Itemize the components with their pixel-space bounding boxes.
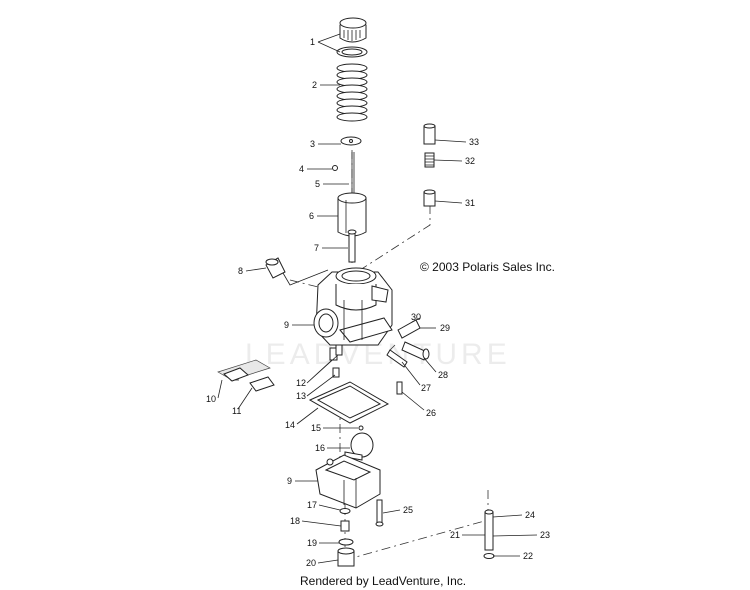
callout-29: 29 bbox=[440, 323, 450, 333]
callout-18: 18 bbox=[290, 516, 300, 526]
part-drain-stack bbox=[337, 508, 355, 567]
callout-7: 7 bbox=[314, 243, 319, 253]
part-cap bbox=[336, 17, 368, 58]
rendered-by-credit: Rendered by LeadVenture, Inc. bbox=[300, 574, 466, 588]
callout-4: 4 bbox=[299, 164, 304, 174]
part-bowl-screw bbox=[375, 499, 384, 527]
callout-20: 20 bbox=[306, 558, 316, 568]
part-drain-tube bbox=[483, 509, 495, 559]
part-choke-plunger bbox=[423, 123, 436, 207]
callout-17: 17 bbox=[307, 500, 317, 510]
callout-23: 23 bbox=[540, 530, 550, 540]
callout-24: 24 bbox=[525, 510, 535, 520]
leader-lines bbox=[217, 33, 538, 564]
part-spring bbox=[336, 63, 368, 122]
callout-3: 3 bbox=[310, 139, 315, 149]
part-throttle-slide bbox=[337, 192, 367, 237]
part-boot bbox=[265, 257, 329, 286]
callout-12: 12 bbox=[296, 378, 306, 388]
callout-16: 16 bbox=[315, 443, 325, 453]
part-needle bbox=[332, 152, 355, 195]
callout-30: 30 bbox=[411, 312, 421, 322]
callout-numbers: 1 2 3 4 5 6 7 8 9 9 10 11 12 13 14 15 16… bbox=[206, 37, 550, 568]
part-gasket-bracket bbox=[217, 359, 275, 392]
part-carburetor-body bbox=[313, 267, 393, 346]
callout-5: 5 bbox=[315, 179, 320, 189]
callout-32: 32 bbox=[465, 156, 475, 166]
part-mixture-screws bbox=[386, 319, 430, 395]
callout-28: 28 bbox=[438, 370, 448, 380]
part-float-bowl bbox=[315, 454, 381, 509]
callout-31: 31 bbox=[465, 198, 475, 208]
callout-27: 27 bbox=[421, 383, 431, 393]
callout-33: 33 bbox=[469, 137, 479, 147]
callout-13: 13 bbox=[296, 391, 306, 401]
callout-19: 19 bbox=[307, 538, 317, 548]
callout-14: 14 bbox=[285, 420, 295, 430]
callout-26: 26 bbox=[426, 408, 436, 418]
callout-9-bowl: 9 bbox=[287, 476, 292, 486]
part-needle-jet bbox=[347, 229, 357, 263]
callout-25: 25 bbox=[403, 505, 413, 515]
callout-21: 21 bbox=[450, 530, 460, 540]
callout-2: 2 bbox=[312, 80, 317, 90]
part-bowl-gasket bbox=[308, 381, 390, 424]
callout-9-body: 9 bbox=[284, 320, 289, 330]
copyright-notice: © 2003 Polaris Sales Inc. bbox=[420, 260, 555, 274]
part-jets bbox=[329, 344, 343, 378]
callout-15: 15 bbox=[311, 423, 321, 433]
callout-1: 1 bbox=[310, 37, 315, 47]
callout-22: 22 bbox=[523, 551, 533, 561]
part-retainer bbox=[340, 136, 362, 146]
part-float bbox=[344, 425, 374, 461]
callout-10: 10 bbox=[206, 394, 216, 404]
callout-11: 11 bbox=[232, 406, 241, 416]
callout-8: 8 bbox=[238, 266, 243, 276]
callout-6: 6 bbox=[309, 211, 314, 221]
